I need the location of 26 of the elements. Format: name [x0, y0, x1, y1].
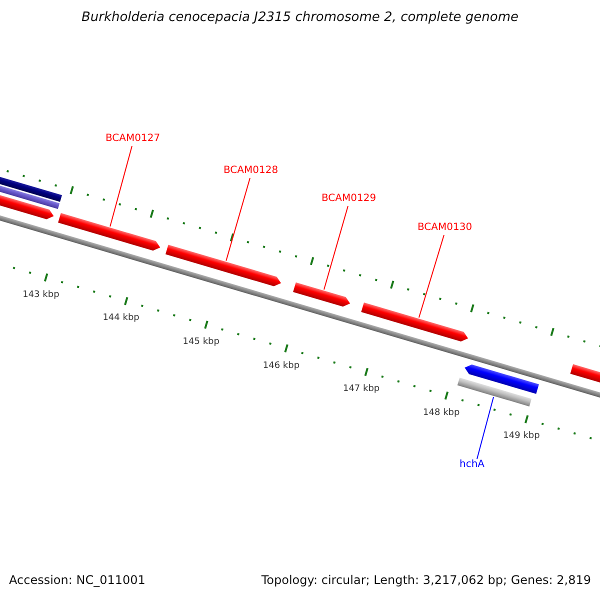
gene-label: BCAM0129: [322, 193, 376, 205]
scale-label: 148 kbp: [423, 406, 460, 419]
scale-label: 149 kbp: [503, 430, 540, 442]
scale-label: 145 kbp: [182, 336, 220, 348]
scale-label: 146 kbp: [262, 360, 300, 372]
gene-bar: [457, 378, 532, 406]
scale-label: 144 kbp: [102, 312, 140, 324]
gene-feature: [166, 244, 282, 286]
gene-feature: [464, 364, 539, 394]
scale-label: 147 kbp: [342, 383, 380, 396]
footer-text: Topology: circular; Length: 3,217,062 bp; Genes: 2,819: [261, 574, 591, 586]
gene-feature: [361, 302, 468, 342]
scale-label: 143 kbp: [22, 288, 60, 301]
map-title: Burkholderia cenocepacia J2315 chromosome 2, complete genome: [80, 10, 520, 25]
leader-line: [110, 146, 132, 227]
gene-label: BCAM0128: [224, 165, 278, 177]
gene-label: BCAM0127: [106, 133, 160, 145]
leader-line: [226, 178, 250, 262]
footer-text: Accession: NC_011001: [9, 574, 146, 586]
gene-label: hchA: [460, 459, 485, 471]
leader-line: [323, 206, 348, 290]
gene-feature: [58, 213, 160, 251]
leader-line: [418, 234, 444, 318]
gene-label: BCAM0130: [418, 222, 472, 234]
gene-feature: [293, 282, 350, 307]
leader-line: [476, 396, 494, 460]
